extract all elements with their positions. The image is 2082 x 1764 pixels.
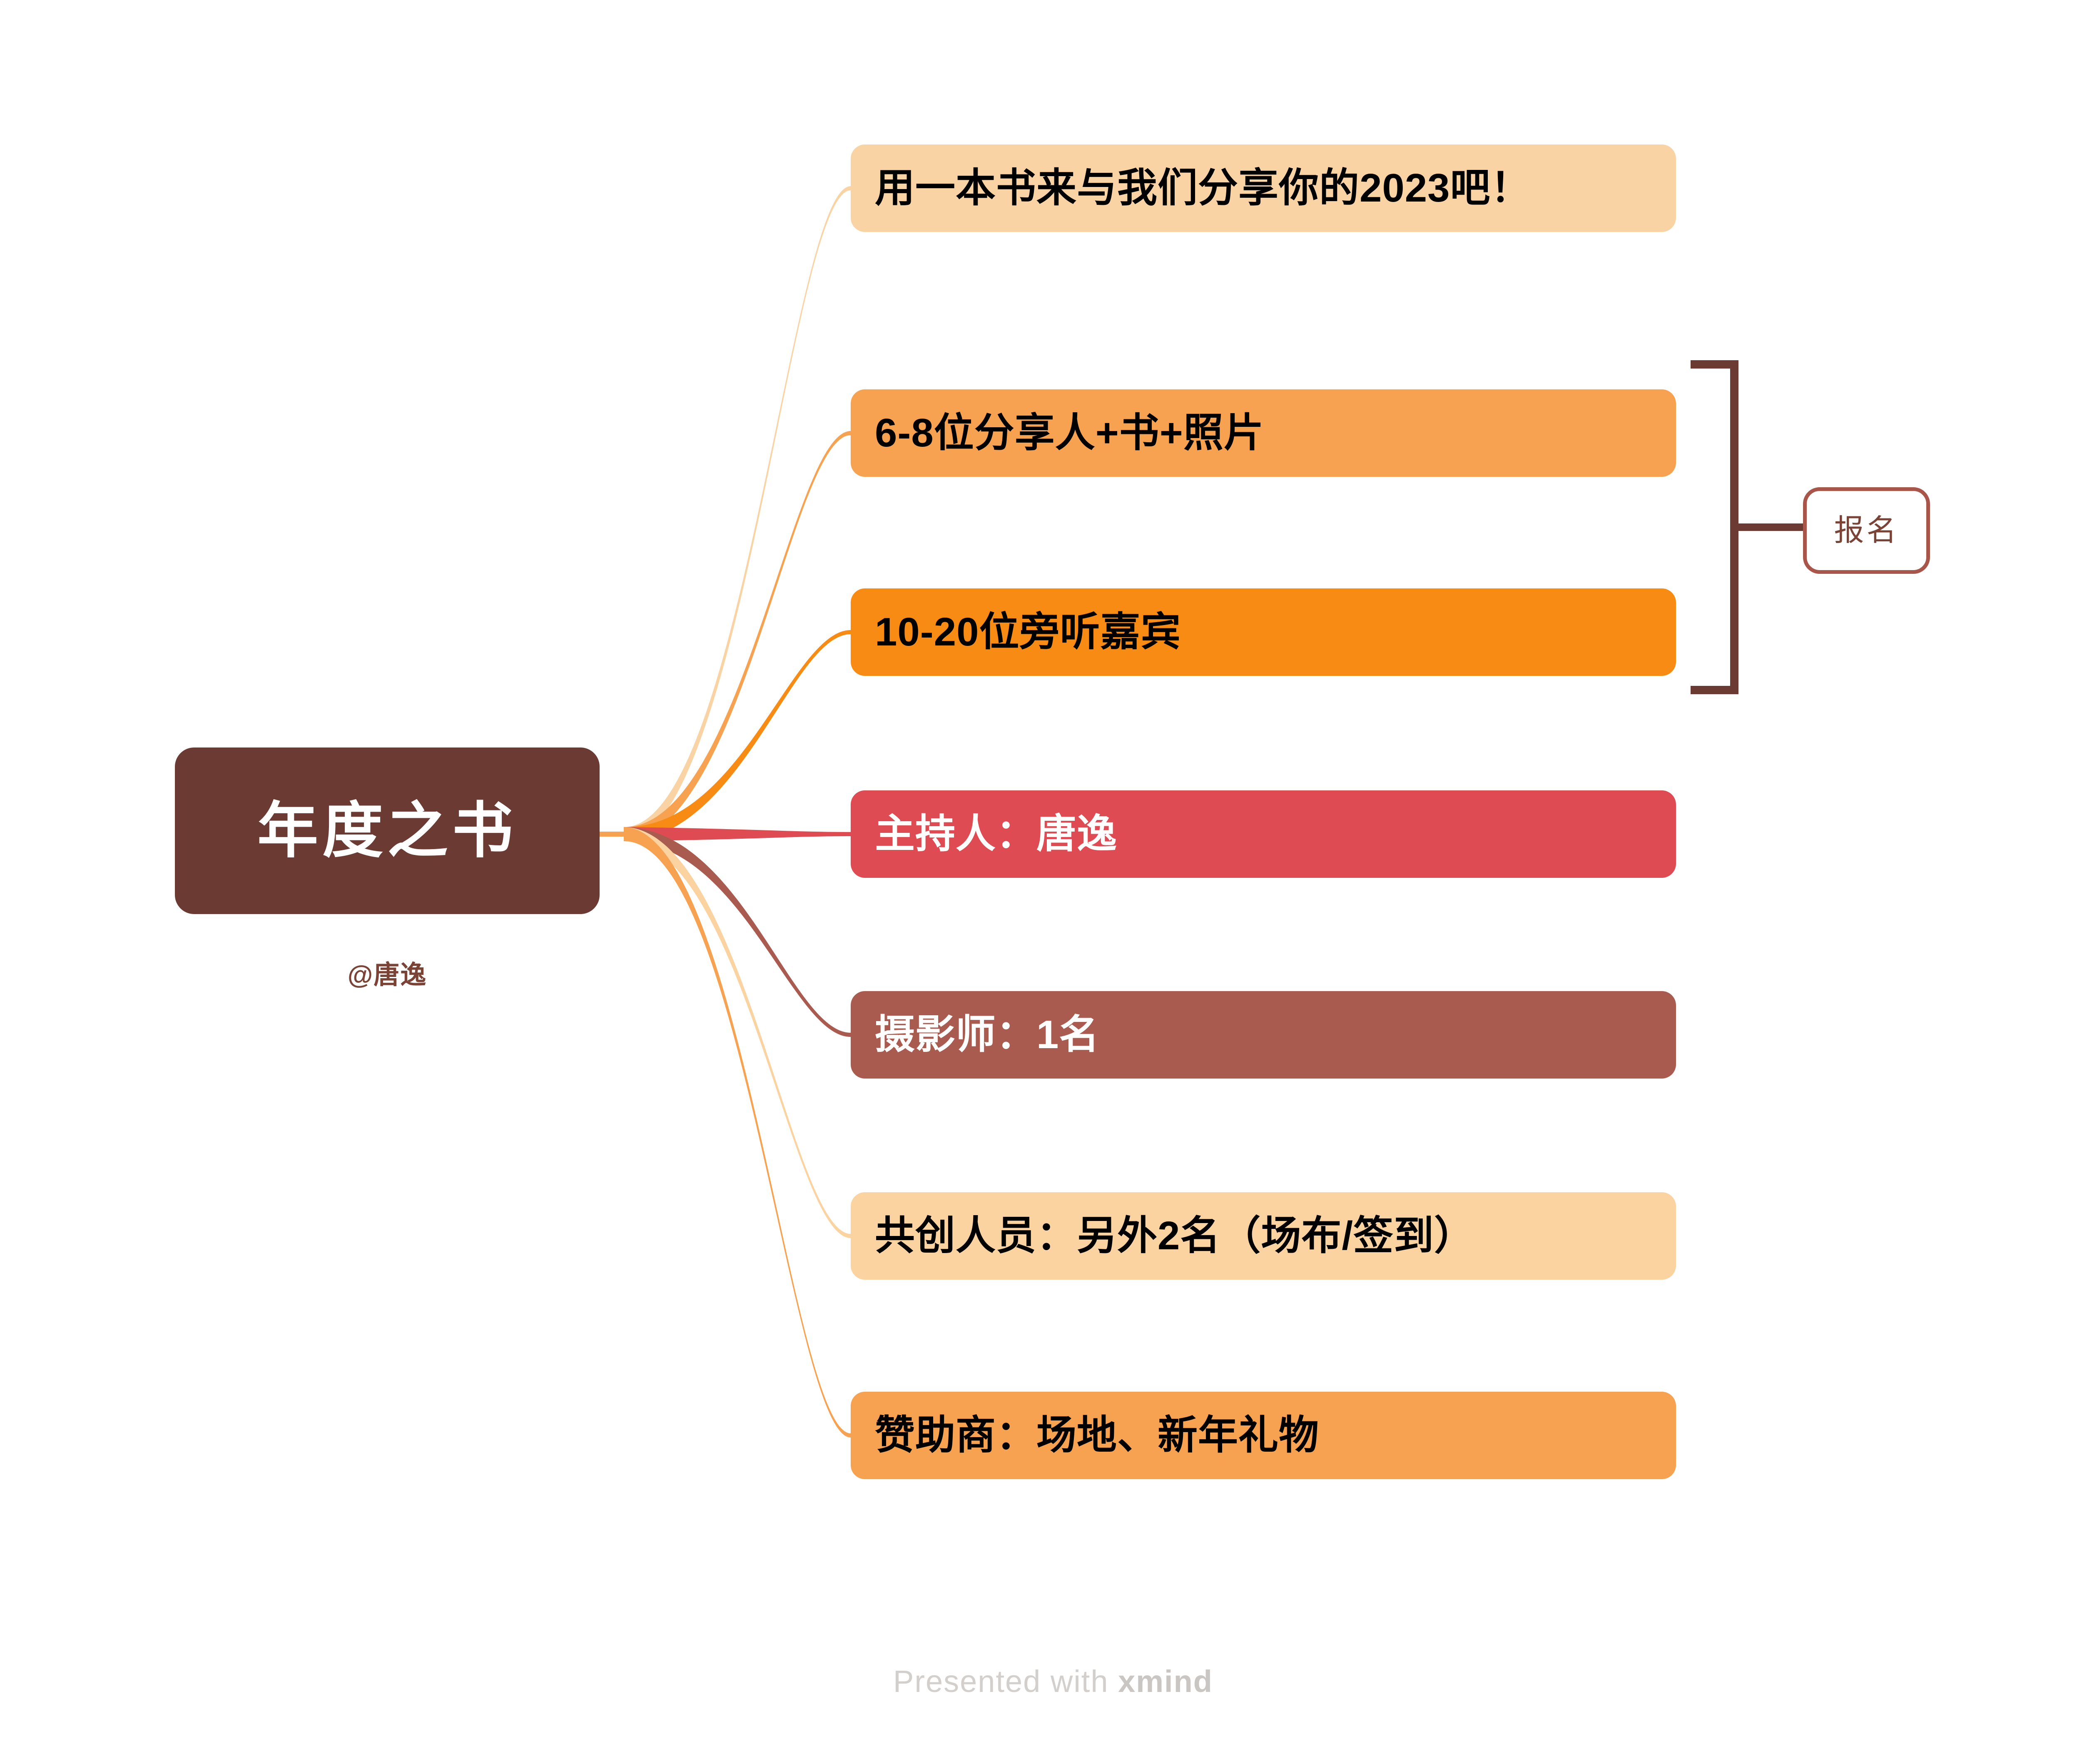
branch-connector (624, 431, 851, 841)
bracket-spine (1730, 360, 1738, 694)
branch-connector (624, 827, 851, 1037)
xmind-watermark: Presented with xmind (0, 1664, 2082, 1699)
watermark-brand: xmind (1118, 1664, 1213, 1699)
branch-node[interactable]: 6-8位分享人+书+照片 (851, 389, 1676, 477)
branch-node[interactable]: 10-20位旁听嘉宾 (851, 588, 1676, 676)
bracket-stub (1738, 523, 1804, 531)
branch-node-label: 赞助商：场地、新年礼物 (875, 1413, 1319, 1458)
branch-connector (624, 827, 851, 1238)
branch-node-label: 共创人员：另外2名（场布/签到） (875, 1213, 1475, 1258)
bracket-top-arm (1691, 360, 1738, 369)
branch-connector (624, 630, 851, 841)
branch-connector (624, 827, 851, 1438)
summary-topic-label: 报名 (1834, 514, 1899, 547)
branch-node[interactable]: 赞助商：场地、新年礼物 (851, 1392, 1676, 1479)
branch-node-label: 摄影师：1名 (875, 1012, 1100, 1057)
branch-node[interactable]: 摄影师：1名 (851, 991, 1676, 1079)
bracket-bottom-arm (1691, 686, 1738, 694)
branch-node[interactable]: 主持人：唐逸 (851, 790, 1676, 878)
central-topic-node[interactable]: 年度之书 (175, 747, 600, 914)
branch-node-label: 10-20位旁听嘉宾 (875, 610, 1181, 654)
watermark-prefix: Presented with (893, 1664, 1118, 1699)
summary-topic-registration[interactable]: 报名 (1803, 487, 1930, 574)
branch-node-label: 主持人：唐逸 (875, 812, 1117, 856)
branch-node-label: 用一本书来与我们分享你的2023吧！ (875, 166, 1531, 210)
central-topic-label: 年度之书 (257, 797, 517, 865)
hub-stub (596, 832, 625, 837)
branch-node[interactable]: 共创人员：另外2名（场布/签到） (851, 1192, 1676, 1280)
branch-connector (624, 186, 851, 841)
branch-connector (624, 827, 851, 841)
branch-node-label: 6-8位分享人+书+照片 (875, 411, 1264, 455)
branch-node[interactable]: 用一本书来与我们分享你的2023吧！ (851, 145, 1676, 232)
central-topic-author: @唐逸 (347, 961, 427, 989)
